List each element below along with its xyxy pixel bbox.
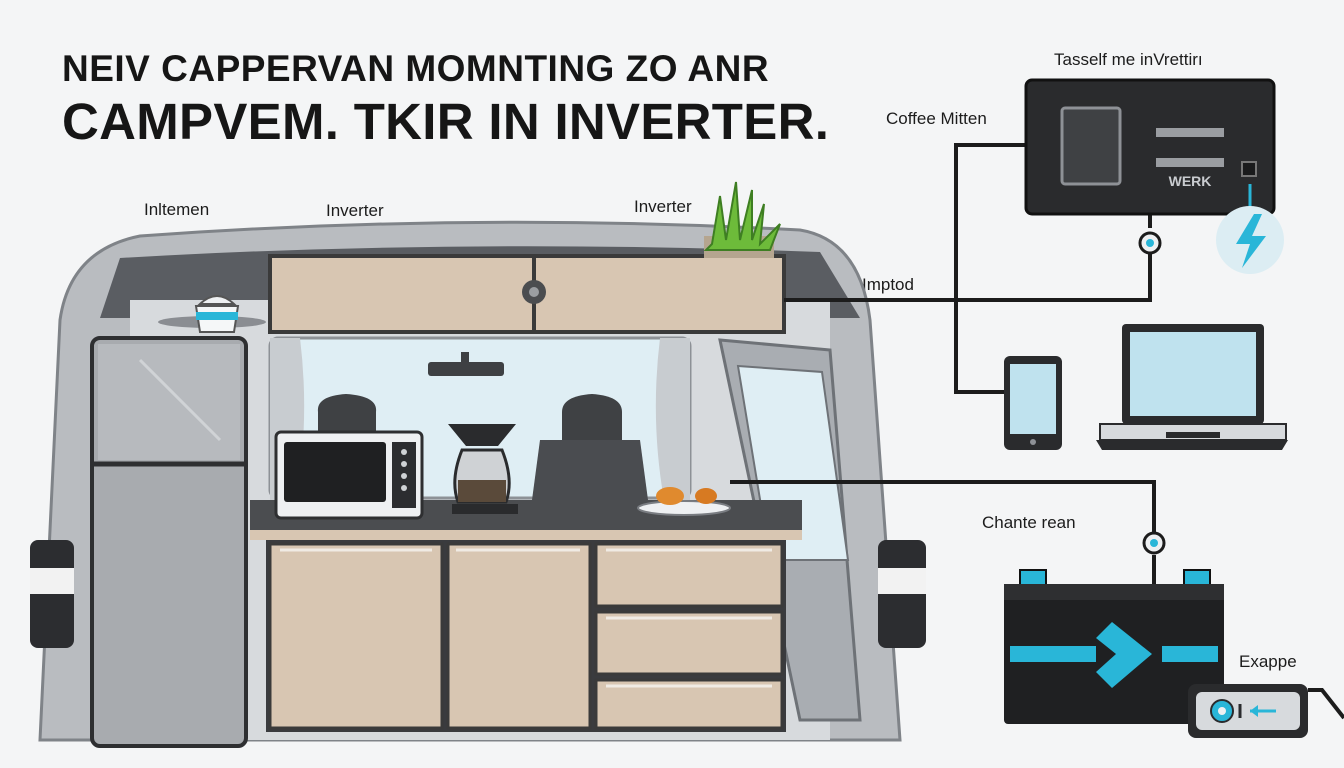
inverter-badge: WERK: [1169, 173, 1212, 189]
coffee-maker: [448, 424, 518, 514]
inverter-unit: WERK: [1024, 78, 1276, 216]
page-title-line-2: CAMPVEM. TKIR IN INVERTER.: [62, 93, 830, 150]
page-title-line-1: NEIV CAPPERVAN MOMNTING ZO ANR: [62, 48, 770, 89]
snack-plate: [637, 487, 731, 516]
label-charge: Chante rean: [982, 513, 1076, 532]
bowl-shelf: [158, 295, 266, 333]
arrow-right-icon: [1096, 622, 1152, 688]
microwave: [274, 430, 424, 520]
label-inverter-left: Inverter: [326, 201, 384, 220]
laptop-icon: [1096, 324, 1288, 450]
label-inverter-center: Inverter: [634, 197, 692, 216]
smartphone-icon: [1004, 356, 1062, 450]
label-inverter-top: Tasself me inVrettirı: [1054, 50, 1203, 69]
label-expand: Exappe: [1239, 652, 1297, 671]
upper-cabinet: [268, 254, 786, 334]
plant: [703, 181, 781, 258]
refrigerator: [90, 336, 248, 748]
label-kitchen: Inltemen: [144, 200, 210, 219]
battery-icon: [1004, 569, 1224, 724]
lightning-icon: [1216, 206, 1284, 274]
kitchen-counter: [250, 500, 802, 732]
label-coffee: Coffee Mitten: [886, 109, 987, 128]
power-plug-icon: [1188, 684, 1308, 738]
label-imptod: Imptod: [862, 275, 914, 294]
